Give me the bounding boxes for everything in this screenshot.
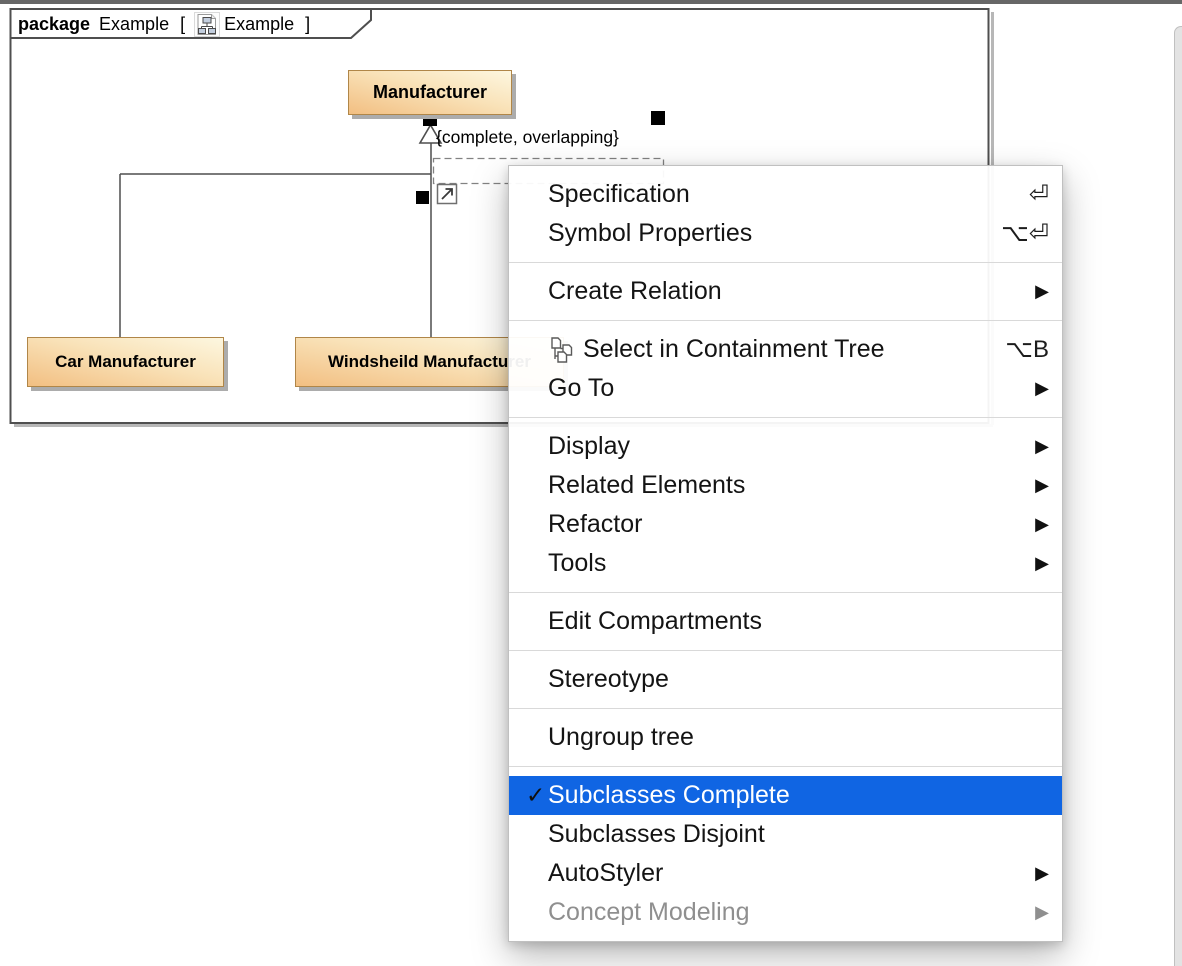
- class-box-car-manufacturer[interactable]: Car Manufacturer: [27, 337, 224, 387]
- selection-handle[interactable]: [416, 191, 429, 204]
- package-name: Example: [99, 13, 170, 34]
- menu-item-edit-compartments[interactable]: Edit Compartments: [509, 602, 1062, 641]
- menu-item-tools[interactable]: Tools ▶: [509, 544, 1062, 583]
- bracket-close: ]: [305, 13, 311, 34]
- selection-handle[interactable]: [423, 112, 437, 126]
- menu-item-label: Concept Modeling: [548, 898, 750, 926]
- menu-group: Edit Compartments: [509, 593, 1062, 651]
- checkmark-icon: ✓: [526, 782, 546, 808]
- menu-group: Select in Containment Tree ⌥B Go To ▶: [509, 321, 1062, 418]
- menu-item-select-in-containment-tree[interactable]: Select in Containment Tree ⌥B: [509, 330, 1062, 369]
- menu-item-shortcut: ⌥B: [1005, 336, 1049, 363]
- menu-item-label: Ungroup tree: [548, 723, 694, 751]
- submenu-arrow-icon: ▶: [1035, 514, 1049, 534]
- menu-item-label: Subclasses Disjoint: [548, 820, 765, 848]
- containment-tree-icon: [548, 336, 575, 363]
- selection-handle[interactable]: [651, 111, 665, 125]
- class-name: Car Manufacturer: [55, 352, 196, 371]
- generalization-set-constraint-label[interactable]: {complete, overlapping}: [436, 127, 619, 147]
- menu-item-refactor[interactable]: Refactor ▶: [509, 505, 1062, 544]
- menu-item-label: Related Elements: [548, 471, 746, 499]
- menu-item-concept-modeling[interactable]: Concept Modeling ▶: [509, 893, 1062, 932]
- menu-item-symbol-properties[interactable]: Symbol Properties ⌥⏎: [509, 214, 1062, 253]
- menu-item-display[interactable]: Display ▶: [509, 427, 1062, 466]
- submenu-arrow-icon: ▶: [1035, 553, 1049, 573]
- menu-item-label: Display: [548, 432, 630, 460]
- package-tab[interactable]: package Example [ Example ]: [18, 11, 315, 37]
- submenu-arrow-icon: ▶: [1035, 436, 1049, 456]
- menu-group: Stereotype: [509, 651, 1062, 709]
- menu-item-specification[interactable]: Specification ⏎: [509, 175, 1062, 214]
- menu-item-label: AutoStyler: [548, 859, 664, 887]
- submenu-arrow-icon: ▶: [1035, 475, 1049, 495]
- submenu-arrow-icon: ▶: [1035, 902, 1049, 922]
- bracket-open: [: [180, 13, 186, 34]
- menu-item-subclasses-disjoint[interactable]: Subclasses Disjoint: [509, 815, 1062, 854]
- class-box-manufacturer[interactable]: Manufacturer: [348, 70, 512, 115]
- menu-item-label: Select in Containment Tree: [583, 335, 885, 363]
- menu-item-shortcut: ⏎: [1028, 181, 1049, 208]
- menu-item-label: Specification: [548, 180, 690, 208]
- menu-item-label: Symbol Properties: [548, 219, 753, 247]
- menu-item-create-relation[interactable]: Create Relation ▶: [509, 272, 1062, 311]
- vertical-scrollbar[interactable]: [1174, 26, 1182, 966]
- window-top-border: [0, 0, 1182, 4]
- menu-item-label: Tools: [548, 549, 607, 577]
- menu-item-subclasses-complete[interactable]: ✓Subclasses Complete: [509, 776, 1062, 815]
- menu-item-stereotype[interactable]: Stereotype: [509, 660, 1062, 699]
- menu-item-related-elements[interactable]: Related Elements ▶: [509, 466, 1062, 505]
- menu-item-label: Refactor: [548, 510, 643, 538]
- submenu-arrow-icon: ▶: [1035, 863, 1049, 883]
- class-name: Manufacturer: [372, 82, 488, 102]
- submenu-arrow-icon: ▶: [1035, 281, 1049, 301]
- class-diagram-icon: [194, 11, 221, 37]
- menu-item-label: Edit Compartments: [548, 607, 762, 635]
- generalization-lines[interactable]: [119, 142, 432, 337]
- generalization-arrowhead[interactable]: [418, 123, 443, 144]
- class-name: Windsheild Manufacturer: [328, 352, 531, 371]
- menu-group: Specification ⏎ Symbol Properties ⌥⏎: [509, 166, 1062, 263]
- package-tab-shape[interactable]: [9, 8, 372, 39]
- menu-item-label: Stereotype: [548, 665, 669, 693]
- menu-item-autostyler[interactable]: AutoStyler ▶: [509, 854, 1062, 893]
- menu-item-go-to[interactable]: Go To ▶: [509, 369, 1062, 408]
- context-menu: Specification ⏎ Symbol Properties ⌥⏎ Create …: [508, 165, 1063, 942]
- menu-item-label: Create Relation: [548, 277, 722, 305]
- diagram-name: Example: [224, 13, 295, 34]
- menu-item-ungroup-tree[interactable]: Ungroup tree: [509, 718, 1062, 757]
- menu-group: Create Relation ▶: [509, 263, 1062, 321]
- menu-item-label: Subclasses Complete: [548, 781, 790, 809]
- submenu-arrow-icon: ▶: [1035, 378, 1049, 398]
- package-keyword: package: [18, 13, 91, 34]
- menu-item-label: Go To: [548, 374, 615, 402]
- open-link-icon[interactable]: [436, 183, 458, 205]
- menu-group: Ungroup tree: [509, 709, 1062, 767]
- menu-group: Display ▶ Related Elements ▶ Refactor ▶ Tools ▶: [509, 418, 1062, 593]
- menu-item-shortcut: ⌥⏎: [1001, 220, 1049, 247]
